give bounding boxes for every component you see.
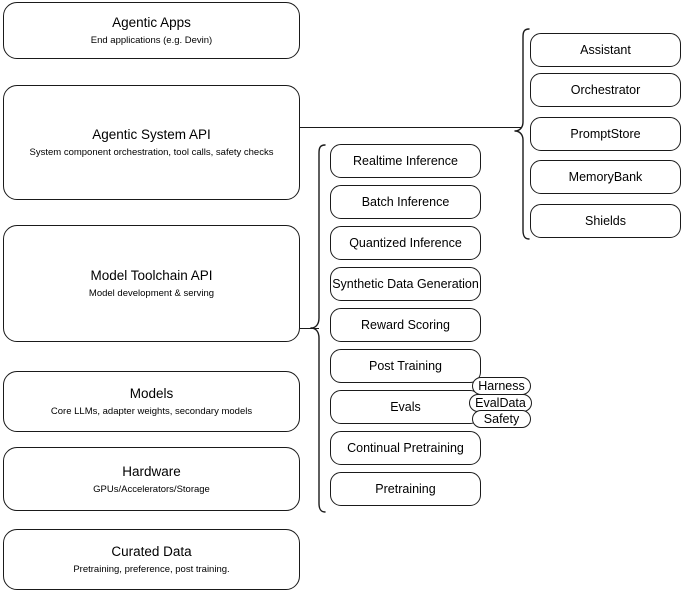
toolchain-box-quantized-inference[interactable]: Quantized Inference bbox=[330, 226, 481, 260]
connector-system-api-to-components bbox=[300, 127, 522, 129]
toolchain-box-realtime-inference[interactable]: Realtime Inference bbox=[330, 144, 481, 178]
layer-title: Models bbox=[129, 386, 174, 401]
brace-toolchain-icon bbox=[310, 144, 326, 513]
layer-subtitle: Core LLMs, adapter weights, secondary mo… bbox=[50, 406, 253, 417]
toolchain-box-reward-scoring[interactable]: Reward Scoring bbox=[330, 308, 481, 342]
system-box-label: Assistant bbox=[580, 42, 631, 57]
connector-toolchain-to-components bbox=[300, 328, 319, 330]
toolchain-box-continual-pretraining[interactable]: Continual Pretraining bbox=[330, 431, 481, 465]
toolchain-box-label: Quantized Inference bbox=[349, 235, 462, 250]
system-box-label: Orchestrator bbox=[570, 82, 641, 97]
layer-agentic-system-api[interactable]: Agentic System API System component orch… bbox=[3, 85, 300, 200]
toolchain-box-label: Realtime Inference bbox=[353, 153, 458, 168]
system-box-memorybank[interactable]: MemoryBank bbox=[530, 160, 681, 194]
brace-toolchain bbox=[310, 140, 326, 520]
toolchain-box-label: Synthetic Data Generation bbox=[332, 276, 479, 291]
layer-subtitle: End applications (e.g. Devin) bbox=[90, 35, 213, 46]
system-box-assistant[interactable]: Assistant bbox=[530, 33, 681, 67]
layer-model-toolchain-api[interactable]: Model Toolchain API Model development & … bbox=[3, 225, 300, 342]
toolchain-box-label: Post Training bbox=[369, 358, 442, 373]
brace-system-components bbox=[514, 26, 530, 244]
evals-pill-harness[interactable]: Harness bbox=[472, 377, 531, 395]
toolchain-box-pretraining[interactable]: Pretraining bbox=[330, 472, 481, 506]
layer-models[interactable]: Models Core LLMs, adapter weights, secon… bbox=[3, 371, 300, 432]
toolchain-box-label: Batch Inference bbox=[361, 194, 450, 209]
evals-pill-safety[interactable]: Safety bbox=[472, 410, 531, 428]
brace-system-components-icon bbox=[514, 28, 530, 240]
layer-subtitle: System component orchestration, tool cal… bbox=[29, 147, 274, 158]
layer-title: Hardware bbox=[122, 463, 181, 479]
system-box-shields[interactable]: Shields bbox=[530, 204, 681, 238]
toolchain-box-synthetic-data-generation[interactable]: Synthetic Data Generation bbox=[330, 267, 481, 301]
layer-hardware[interactable]: Hardware GPUs/Accelerators/Storage bbox=[3, 447, 300, 511]
toolchain-box-post-training[interactable]: Post Training bbox=[330, 349, 481, 383]
layer-agentic-apps[interactable]: Agentic Apps End applications (e.g. Devi… bbox=[3, 2, 300, 59]
toolchain-box-label: Continual Pretraining bbox=[347, 440, 464, 455]
toolchain-box-batch-inference[interactable]: Batch Inference bbox=[330, 185, 481, 219]
system-box-orchestrator[interactable]: Orchestrator bbox=[530, 73, 681, 107]
toolchain-box-evals[interactable]: Evals bbox=[330, 390, 481, 424]
toolchain-box-label: Reward Scoring bbox=[361, 317, 450, 332]
system-box-label: PromptStore bbox=[570, 126, 641, 141]
system-box-label: MemoryBank bbox=[568, 169, 643, 184]
toolchain-box-label: Evals bbox=[390, 399, 421, 414]
layer-subtitle: Pretraining, preference, post training. bbox=[73, 564, 230, 575]
layer-subtitle: Model development & serving bbox=[88, 288, 215, 299]
layer-title: Agentic System API bbox=[92, 127, 211, 142]
layer-curated-data[interactable]: Curated Data Pretraining, preference, po… bbox=[3, 529, 300, 590]
layer-title: Curated Data bbox=[111, 544, 192, 559]
evals-pill-evaldata[interactable]: EvalData bbox=[469, 394, 532, 412]
layer-title: Agentic Apps bbox=[112, 15, 191, 30]
system-box-promptstore[interactable]: PromptStore bbox=[530, 117, 681, 151]
system-box-label: Shields bbox=[585, 213, 626, 228]
layer-subtitle: GPUs/Accelerators/Storage bbox=[93, 483, 210, 495]
layer-title: Model Toolchain API bbox=[90, 268, 213, 283]
toolchain-box-label: Pretraining bbox=[375, 481, 436, 496]
